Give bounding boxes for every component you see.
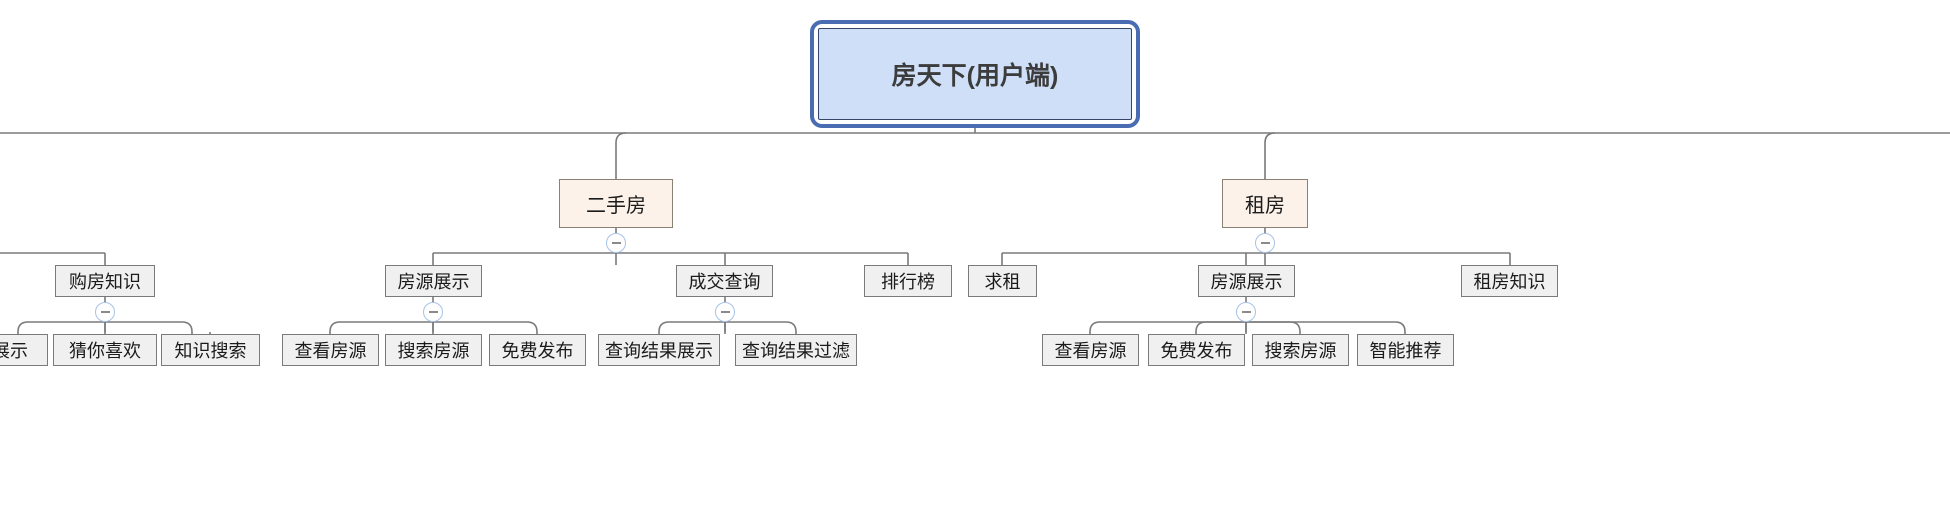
node-qiuzu[interactable]: 求租 [968, 265, 1037, 297]
leaf-chaxunjieguoguolv-label: 查询结果过滤 [742, 341, 850, 361]
leaf-cainixihuan-label: 猜你喜欢 [69, 341, 141, 361]
node-zufangzhishi[interactable]: 租房知识 [1461, 265, 1558, 297]
toggle-zufang[interactable] [1255, 233, 1275, 253]
leaf-sousuofangyuan-esf[interactable]: 搜索房源 [385, 334, 482, 366]
leaf-chakanfangyuan-zf-label: 查看房源 [1054, 341, 1127, 361]
leaf-mianfeifabu-zf[interactable]: 免费发布 [1148, 334, 1245, 366]
leaf-cainixihuan[interactable]: 猜你喜欢 [53, 334, 157, 366]
leaf-chaxunjieguozhanshi-label: 查询结果展示 [605, 341, 713, 361]
node-chengjiaochaxun[interactable]: 成交查询 [676, 265, 773, 297]
node-fangyuanzhanshi-esf-label: 房源展示 [397, 272, 470, 292]
toggle-fangyuanzhanshi-esf[interactable] [423, 302, 443, 322]
node-qiuzu-label: 求租 [984, 272, 1021, 292]
leaf-chakanfangyuan-zf[interactable]: 查看房源 [1042, 334, 1139, 366]
collapse-minus-icon [428, 311, 438, 313]
node-zufangzhishi-label: 租房知识 [1473, 272, 1546, 292]
leaf-chakanfangyuan-esf-label: 查看房源 [294, 341, 367, 361]
node-fangyuanzhanshi-zf-label: 房源展示 [1210, 272, 1283, 292]
toggle-chengjiaochaxun[interactable] [715, 302, 735, 322]
leaf-zhishisousuo-label: 知识搜索 [174, 341, 247, 361]
node-ershoufang-label: 二手房 [586, 195, 646, 217]
toggle-fangyuanzhanshi-zf[interactable] [1236, 302, 1256, 322]
leaf-chakanfangyuan-esf[interactable]: 查看房源 [282, 334, 379, 366]
leaf-mianfeifabu-esf[interactable]: 免费发布 [489, 334, 586, 366]
node-paihangbang[interactable]: 排行榜 [864, 265, 952, 297]
leaf-sousuofangyuan-zf[interactable]: 搜索房源 [1252, 334, 1349, 366]
leaf-zhinengtuijian-label: 智能推荐 [1369, 341, 1442, 361]
leaf-zhanshi[interactable]: 展示 [0, 334, 48, 366]
node-goufangzhishi[interactable]: 购房知识 [55, 265, 155, 297]
node-goufangzhishi-label: 购房知识 [69, 272, 141, 292]
collapse-minus-icon [100, 311, 110, 313]
node-zufang-label: 租房 [1245, 195, 1285, 217]
collapse-minus-icon [1241, 311, 1251, 313]
leaf-zhishisousuo[interactable]: 知识搜索 [161, 334, 260, 366]
node-root[interactable]: 房天下(用户端) [818, 28, 1132, 120]
leaf-chaxunjieguozhanshi[interactable]: 查询结果展示 [598, 334, 720, 366]
leaf-zhanshi-label: 展示 [0, 341, 28, 361]
leaf-mianfeifabu-esf-label: 免费发布 [501, 341, 574, 361]
collapse-minus-icon [1260, 242, 1270, 244]
node-zufang[interactable]: 租房 [1222, 179, 1308, 228]
leaf-sousuofangyuan-esf-label: 搜索房源 [397, 341, 470, 361]
node-chengjiaochaxun-label: 成交查询 [688, 272, 761, 292]
node-fangyuanzhanshi-zf[interactable]: 房源展示 [1198, 265, 1295, 297]
leaf-mianfeifabu-zf-label: 免费发布 [1160, 341, 1233, 361]
node-ershoufang[interactable]: 二手房 [559, 179, 673, 228]
leaf-zhinengtuijian[interactable]: 智能推荐 [1357, 334, 1454, 366]
toggle-goufangzhishi[interactable] [95, 302, 115, 322]
toggle-ershoufang[interactable] [606, 233, 626, 253]
collapse-minus-icon [611, 242, 621, 244]
leaf-sousuofangyuan-zf-label: 搜索房源 [1264, 341, 1337, 361]
node-paihangbang-label: 排行榜 [881, 272, 935, 292]
node-root-label: 房天下(用户端) [891, 62, 1059, 90]
leaf-chaxunjieguoguolv[interactable]: 查询结果过滤 [735, 334, 857, 366]
collapse-minus-icon [720, 311, 730, 313]
node-fangyuanzhanshi-esf[interactable]: 房源展示 [385, 265, 482, 297]
